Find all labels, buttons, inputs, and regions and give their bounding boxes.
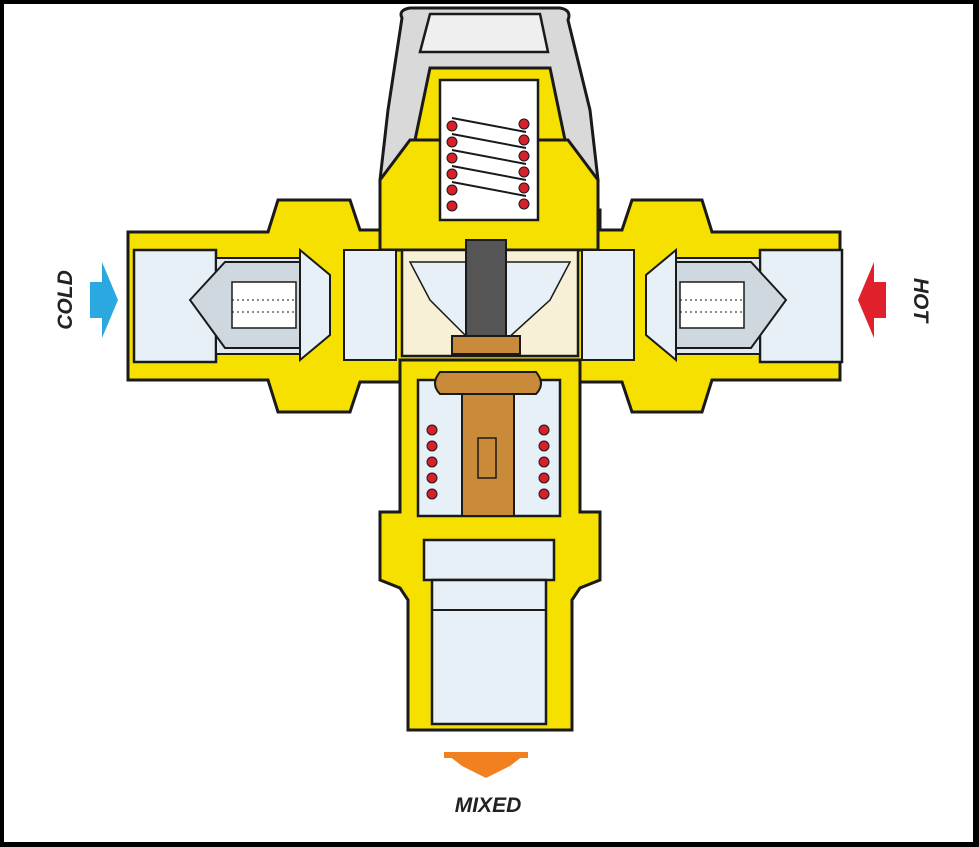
mixed-outlet-bore	[422, 538, 556, 726]
mixed-arrow-icon	[444, 752, 528, 778]
thermostatic-element	[416, 371, 562, 518]
cold-label: COLD	[54, 270, 77, 330]
hot-arrow-icon	[858, 262, 886, 338]
cold-arrow-icon	[90, 262, 118, 338]
hot-inlet-bore	[581, 247, 844, 364]
hot-label: HOT	[909, 278, 932, 325]
mixing-chamber	[400, 239, 580, 358]
cold-inlet-bore	[132, 247, 397, 364]
mixed-label: MIXED	[455, 794, 522, 817]
upper-spring-chamber	[438, 78, 540, 222]
